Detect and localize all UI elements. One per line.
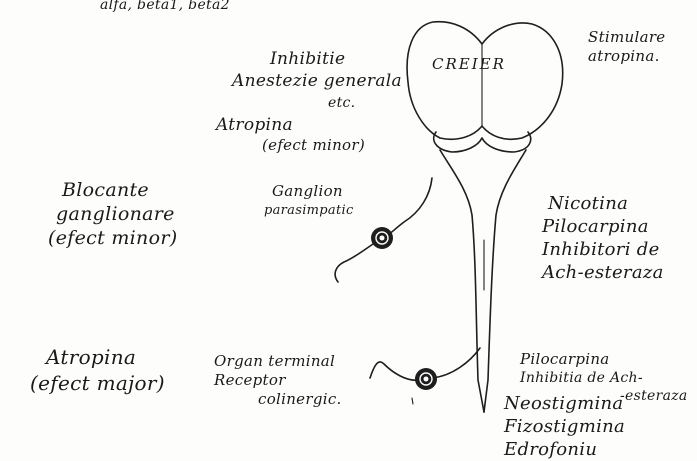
brain-left-hemisphere	[407, 22, 482, 140]
efect-minor-label: (efect minor)	[262, 136, 365, 155]
etc-label: etc.	[328, 94, 355, 112]
anestezie-label: Anestezie generala	[232, 70, 402, 92]
tick-mark	[412, 398, 413, 404]
nicotina-label: Nicotina Pilocarpina Inhibitori de Ach-e…	[542, 192, 664, 284]
brain-label: CREIER	[432, 55, 506, 74]
drugs-bottom-label: Neostigmina Fizostigmina Edrofoniu	[504, 392, 625, 461]
blocante-label: Blocante ganglionare (efect minor)	[48, 178, 177, 250]
ganglion-label: Ganglion parasimpatic	[264, 182, 354, 220]
atropina-minor-label: Atropina	[216, 114, 293, 136]
effector-fiber	[432, 348, 480, 378]
organ-label: Organ terminal Receptor colinergic.	[214, 352, 342, 409]
stimulare-label: Stimulare atropina.	[588, 28, 665, 66]
brain-right-hemisphere	[482, 23, 563, 139]
top-note: alfa, beta1, beta2	[100, 0, 230, 14]
postganglionic-fiber	[335, 242, 376, 282]
brain-lower-lobes	[434, 132, 531, 152]
parasympathetic-fiber	[384, 178, 432, 238]
inhibitie-label: Inhibitie	[258, 48, 345, 70]
organ-fiber	[370, 362, 420, 380]
atropina-major-label: Atropina (efect major)	[30, 344, 165, 396]
spinal-cord-left-edge	[440, 150, 484, 412]
